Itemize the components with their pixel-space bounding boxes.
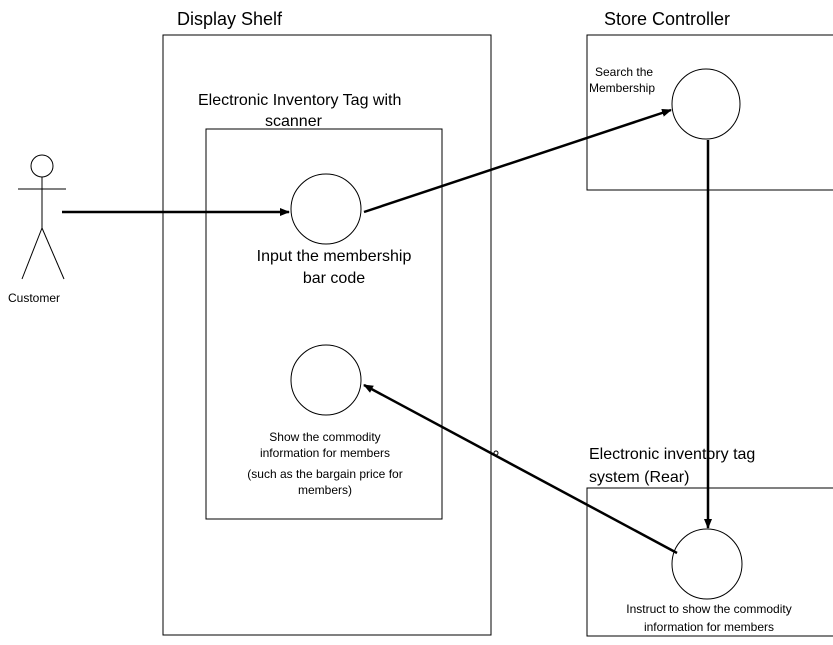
search-membership-label-line2: Membership: [589, 81, 655, 95]
show-info-label-line2: information for members: [260, 446, 390, 460]
customer-actor: [18, 154, 66, 280]
use-case-show-info: [290, 344, 362, 416]
store-controller-boundary: [586, 34, 833, 191]
show-info-label-line3: (such as the bargain price for: [247, 467, 402, 481]
display-shelf-title: Display Shelf: [177, 9, 283, 29]
instruct-show-label-line2: information for members: [644, 620, 774, 634]
rear-system-boundary: [586, 487, 833, 637]
arrow-instruct-to-show: [363, 383, 678, 555]
rear-system-title-line2: system (Rear): [589, 469, 689, 486]
arrow-input-to-search: [363, 108, 672, 214]
instruct-show-label-line1: Instruct to show the commodity: [626, 602, 791, 616]
use-case-instruct-show: [671, 528, 743, 600]
actor-right-leg: [41, 227, 65, 280]
actor-head: [30, 154, 54, 178]
electronic-tag-title-line1: Electronic Inventory Tag with: [198, 92, 401, 109]
store-controller-title: Store Controller: [604, 9, 730, 29]
use-case-search-membership: [671, 68, 741, 140]
actor-left-leg: [21, 227, 43, 280]
use-case-input-barcode: [290, 173, 362, 245]
input-barcode-label-line1: Input the membership: [257, 248, 412, 265]
show-info-label-line1: Show the commodity: [269, 430, 380, 444]
connector-dot: [493, 450, 499, 456]
input-barcode-label-line2: bar code: [303, 270, 365, 287]
rear-system-title-line1: Electronic inventory tag: [589, 446, 755, 463]
display-shelf-boundary: [162, 34, 492, 636]
show-info-label-line4: members): [298, 483, 352, 497]
search-membership-label-line1: Search the: [595, 65, 653, 79]
electronic-tag-boundary: [205, 128, 443, 520]
customer-label: Customer: [8, 291, 60, 305]
electronic-tag-title-line2: scanner: [265, 113, 323, 130]
